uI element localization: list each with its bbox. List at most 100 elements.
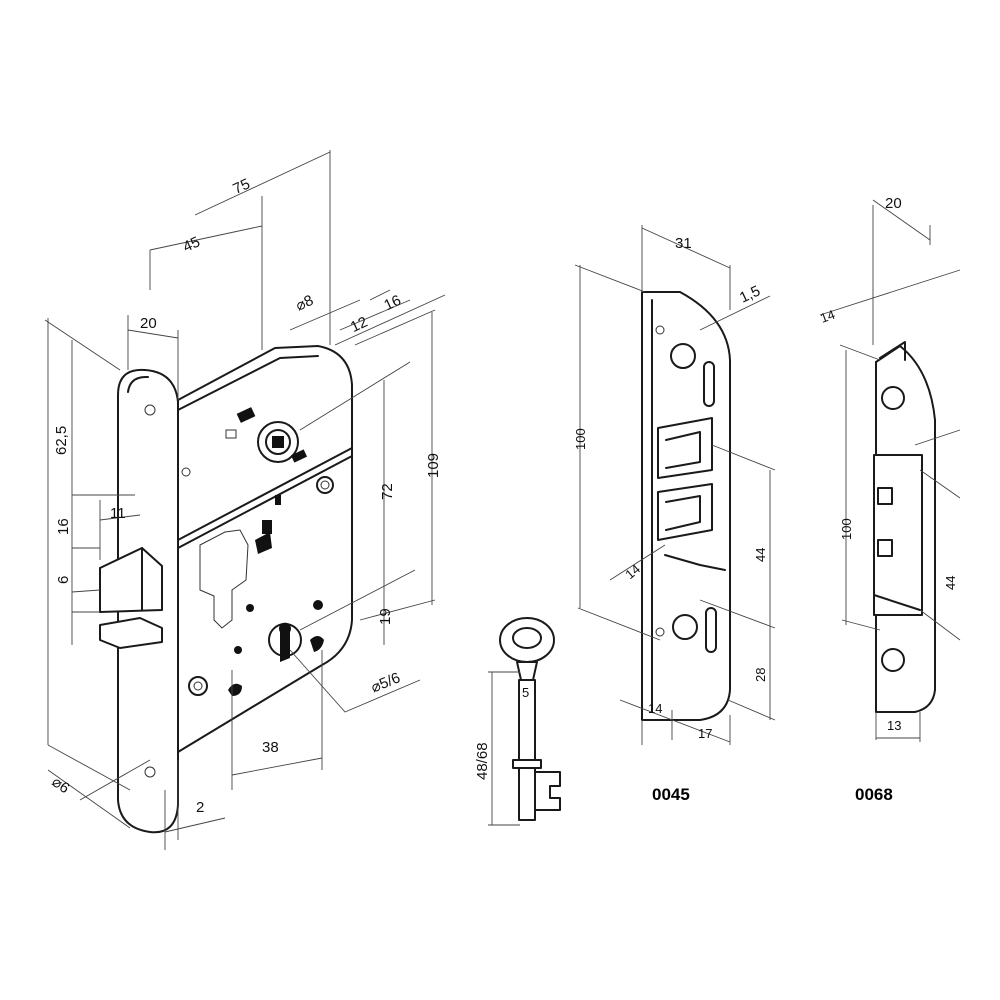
dim-14-side-label: 14 xyxy=(622,561,643,582)
dim2-line xyxy=(164,817,226,833)
strike-0045-slot-bottom xyxy=(705,607,717,653)
dim19-ext xyxy=(299,569,416,631)
strike-0068-opening xyxy=(873,454,923,616)
mechanism-dot-2 xyxy=(234,646,242,654)
mechanism-part-2 xyxy=(275,495,281,505)
s45-dim44-ext-bottom xyxy=(699,599,776,629)
s45-dim44-ext-top xyxy=(711,444,776,471)
dim8-line xyxy=(289,299,361,331)
dim16top-line xyxy=(334,294,446,346)
s45-dim31-line xyxy=(641,227,731,269)
strike-0068-tab-1 xyxy=(877,487,893,505)
s68-dim44-ext-bottom xyxy=(919,609,961,641)
faceplate-screw-hole-top xyxy=(144,404,156,416)
key-collar xyxy=(516,661,538,681)
dim-48-68-label: 48/68 xyxy=(474,742,491,780)
dim-75-label: 75 xyxy=(230,175,252,197)
dim-45-label: 45 xyxy=(180,233,202,255)
hub-lug-2 xyxy=(290,449,308,463)
mechanism-dot-3 xyxy=(246,604,254,612)
strike-0045-latch-inner xyxy=(665,431,701,469)
dim12-line xyxy=(339,299,411,331)
key-bit xyxy=(534,771,561,811)
s45-dim100-ext-top xyxy=(574,264,646,293)
rivet-right-inner xyxy=(320,480,330,490)
dim11-line xyxy=(99,514,141,521)
dim-20-label-0068: 20 xyxy=(885,195,902,212)
dim-100-label-0068: 100 xyxy=(839,518,854,540)
dim16-ext xyxy=(369,289,391,301)
rivet-bottom-left xyxy=(188,676,208,696)
mechanism-part-3 xyxy=(255,532,272,554)
mechanism-part-1 xyxy=(262,520,272,534)
case-divider-top xyxy=(177,447,353,541)
dim20-line xyxy=(127,329,179,339)
dim-5-6-label: ⌀5/6 xyxy=(369,669,403,696)
rivet-right xyxy=(316,476,334,494)
spindle-square-icon xyxy=(272,436,284,448)
dim-6-label: 6 xyxy=(55,576,72,584)
s45-dim15-line xyxy=(699,295,771,331)
s68-dim44-ext-top xyxy=(914,429,961,446)
s45-dim28-ext xyxy=(727,699,776,721)
dim-62-5-label: 62,5 xyxy=(53,426,70,455)
dim-16-label: 16 xyxy=(55,518,72,535)
tumbler-outline xyxy=(199,529,249,629)
dim-top-ext xyxy=(44,319,121,371)
strike-0045-label: 0045 xyxy=(652,785,690,804)
dim72-ext-top xyxy=(299,361,411,431)
key-ring xyxy=(512,759,542,769)
dim-38-label: 38 xyxy=(262,739,279,756)
strike-0068-hole-bottom xyxy=(881,648,905,672)
dim-8-label: ⌀8 xyxy=(293,292,316,315)
keyhole-side-part xyxy=(310,636,324,652)
s45-dim14-line xyxy=(609,544,666,581)
dim6dia-ext-bottom xyxy=(47,769,131,829)
dim-13-label: 13 xyxy=(887,718,901,733)
dim-31-label: 31 xyxy=(675,235,692,252)
latch-bolt xyxy=(99,547,163,613)
faceplate-screw-hole-bottom xyxy=(144,766,156,778)
strike-0045-slot-top xyxy=(703,361,715,407)
key-bow xyxy=(499,617,555,663)
dim-28-label: 28 xyxy=(753,668,768,682)
strike-plate-0045 xyxy=(641,291,731,721)
lock-dimensions: 75 45 20 ⌀8 16 12 109 72 19 ⌀5/ xyxy=(44,150,446,850)
dim-12-label: 12 xyxy=(348,314,370,336)
dim-11-label: 11 xyxy=(110,505,126,522)
strike-0045-small-hole-bottom xyxy=(655,627,665,637)
dim45-line xyxy=(149,225,263,251)
case-top-edge xyxy=(177,355,319,411)
dim-14-label-0068: 14 xyxy=(818,307,837,326)
rivet-left xyxy=(181,467,191,477)
dim75-line xyxy=(194,151,331,216)
rivet-bottom-left-inner xyxy=(193,681,203,691)
key-bow-hole xyxy=(512,627,542,649)
dim-16-top-label: 16 xyxy=(381,292,403,314)
dim6dia-ext-top xyxy=(47,744,131,791)
dead-bolt xyxy=(99,617,163,649)
case-divider-bottom xyxy=(177,455,353,549)
strike-0045-bolt-pocket xyxy=(657,483,713,541)
dim-2-label: 2 xyxy=(196,799,204,816)
s68-dim100-ext-top xyxy=(839,344,881,361)
dim38-line xyxy=(231,757,323,776)
dim109-ext-top xyxy=(354,309,436,346)
hub-lug-1 xyxy=(236,407,256,423)
mechanism-dot-1 xyxy=(313,600,323,610)
strike-0045-lip xyxy=(664,554,726,571)
dim-44-label-0045: 44 xyxy=(753,548,768,562)
dim-100-label-0045: 100 xyxy=(573,428,588,450)
strike-0068-dimensions: 20 14 100 44 13 xyxy=(818,195,961,742)
small-slot xyxy=(225,429,237,439)
s45-dim-bottom-line xyxy=(619,699,731,743)
strike-0068-tab-2 xyxy=(877,539,893,557)
strike-0068-hole-top xyxy=(881,386,905,410)
dim-17-label: 17 xyxy=(698,726,712,741)
s68-dim100-ext-bottom xyxy=(841,619,881,631)
strike-0068-top-lip xyxy=(879,341,906,361)
lower-part xyxy=(228,683,242,696)
dim6dia-line xyxy=(79,759,151,801)
dim-5-label: 5 xyxy=(522,685,529,700)
strike-0045-hole-bottom xyxy=(672,614,698,640)
